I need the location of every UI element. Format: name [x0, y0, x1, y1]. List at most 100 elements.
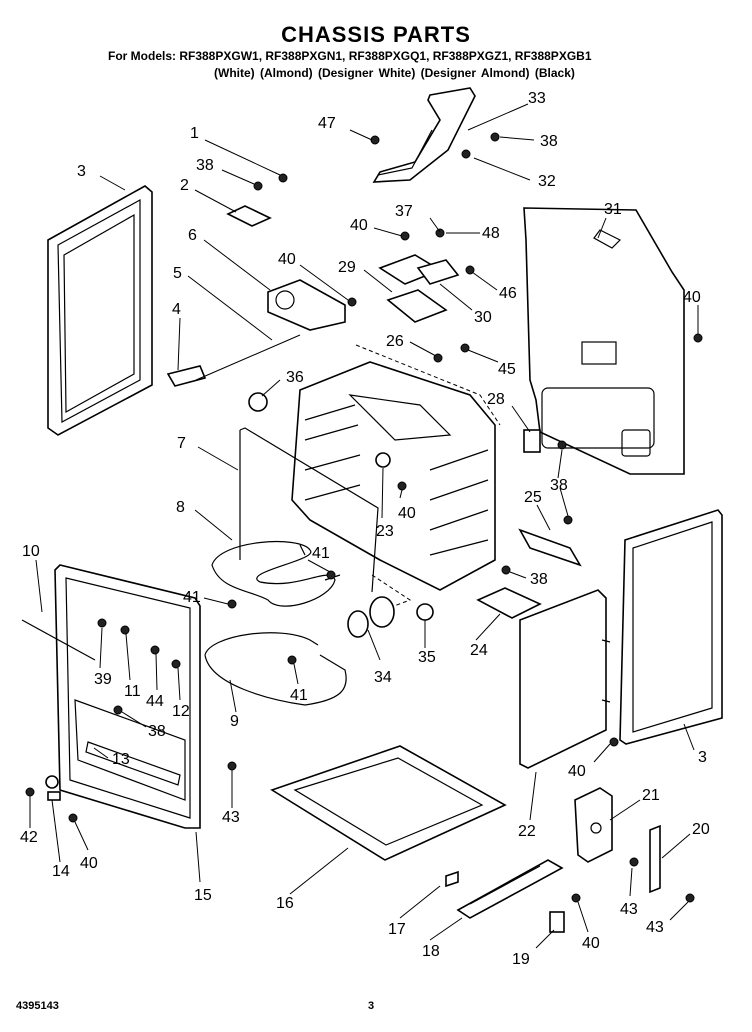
callout-2: 2: [180, 177, 189, 194]
callout-23: 23: [376, 523, 394, 540]
callout-22: 22: [518, 823, 536, 840]
callout-38-upper-left: 38: [196, 157, 214, 174]
callout-28: 28: [487, 391, 505, 408]
callout-18: 18: [422, 943, 440, 960]
page-title: CHASSIS PARTS: [281, 22, 471, 47]
callout-20: 20: [692, 821, 710, 838]
part-hinge-receiver: [166, 365, 207, 387]
callout-38-switch: 38: [550, 477, 568, 494]
document-number: 4395143: [16, 1000, 59, 1012]
callout-16: 16: [276, 895, 294, 912]
part-leveling-bracket: [574, 787, 613, 863]
callout-32: 32: [538, 173, 556, 190]
callout-38-frame: 38: [148, 723, 166, 740]
part-door-gasket: [239, 427, 379, 593]
part-light-bulb: [416, 603, 434, 621]
callout-33: 33: [528, 90, 546, 107]
part-switch: [523, 429, 541, 453]
part-top-bracket: [372, 87, 476, 183]
callout-4: 4: [172, 301, 181, 318]
callout-43-strip: 43: [646, 919, 664, 936]
callout-38-top: 38: [540, 133, 558, 150]
part-plug-button: [248, 392, 268, 412]
callout-40-thermostat: 40: [278, 251, 296, 268]
callout-11: 11: [124, 683, 141, 700]
callout-25: 25: [524, 489, 542, 506]
callout-39: 39: [94, 671, 112, 688]
callout-1: 1: [190, 125, 199, 142]
part-bottom-panel: [270, 745, 507, 861]
callout-40-panel: 40: [568, 763, 586, 780]
part-leveling-leg: [549, 911, 565, 933]
part-thermostat-bracket: [226, 205, 272, 227]
callout-41-left: 41: [183, 589, 201, 606]
part-mounting-strip: [649, 824, 661, 894]
callout-44: 44: [146, 693, 164, 710]
callout-24: 24: [470, 642, 488, 659]
part-insulation-panel: [519, 589, 611, 769]
callout-26: 26: [386, 333, 404, 350]
callout-17: 17: [388, 921, 406, 938]
callout-42: 42: [20, 829, 38, 846]
callout-38-plate: 38: [530, 571, 548, 588]
callout-40-rear: 40: [683, 289, 701, 306]
callout-9: 9: [230, 713, 239, 730]
callout-30: 30: [474, 309, 492, 326]
callout-labels: 33 47 38 32 1 38 2 3 6 5 4 40 40 37 48 2…: [20, 90, 710, 968]
callout-40-sensor: 40: [398, 505, 416, 522]
callout-48: 48: [482, 225, 500, 242]
part-broil-element: [204, 632, 347, 706]
callout-40-block: 40: [350, 217, 368, 234]
part-door-switch: [45, 775, 59, 789]
callout-47: 47: [318, 115, 336, 132]
callout-10: 10: [22, 543, 40, 560]
callout-45: 45: [498, 361, 516, 378]
callout-6: 6: [188, 227, 197, 244]
callout-40-frame: 40: [80, 855, 98, 872]
part-temperature-sensor: [375, 452, 391, 468]
callout-21: 21: [642, 787, 660, 804]
part-bottom-rail: [456, 859, 564, 919]
leader-lines: [29, 103, 699, 949]
callout-5: 5: [173, 265, 182, 282]
part-oven-cavity: [291, 344, 501, 616]
callout-3-left: 3: [77, 163, 86, 180]
page-number: 3: [368, 1000, 375, 1012]
callout-14: 14: [52, 863, 70, 880]
callout-37: 37: [395, 203, 413, 220]
part-side-panel-left: [47, 185, 153, 436]
part-oven-light-socket: [347, 596, 395, 638]
callout-29: 29: [338, 259, 356, 276]
callout-13: 13: [112, 751, 130, 768]
part-heat-shield-bracket: [518, 528, 582, 567]
part-front-frame: [54, 564, 201, 829]
callout-8: 8: [176, 499, 185, 516]
callout-15: 15: [194, 887, 212, 904]
callout-41-lower: 41: [290, 687, 308, 704]
part-rear-panel: [523, 207, 685, 475]
callout-40-leg: 40: [582, 935, 600, 952]
screw-icons: [25, 132, 703, 903]
callout-7: 7: [177, 435, 186, 452]
callout-35: 35: [418, 649, 436, 666]
callout-46: 46: [499, 285, 517, 302]
part-thermostat: [267, 279, 346, 331]
callout-19: 19: [512, 951, 530, 968]
callout-43-frame: 43: [222, 809, 240, 826]
callout-43-bracket: 43: [620, 901, 638, 918]
part-terminal-block: [378, 254, 460, 323]
model-list: For Models: RF388PXGW1, RF388PXGN1, RF38…: [108, 49, 592, 63]
diagram-header: CHASSIS PARTS For Models: RF388PXGW1, RF…: [0, 0, 752, 90]
callout-34: 34: [374, 669, 392, 686]
part-rail-clip: [445, 870, 459, 888]
callout-31: 31: [604, 201, 622, 218]
part-frame-gasket: [21, 619, 96, 661]
callout-3-right: 3: [698, 749, 707, 766]
color-list: (White) (Almond) (Designer White) (Desig…: [214, 66, 575, 80]
part-mount-plate: [476, 587, 542, 619]
callout-12: 12: [172, 703, 190, 720]
part-side-panel-right: [619, 509, 723, 745]
callout-36: 36: [286, 369, 304, 386]
callout-41-upper: 41: [312, 545, 330, 562]
